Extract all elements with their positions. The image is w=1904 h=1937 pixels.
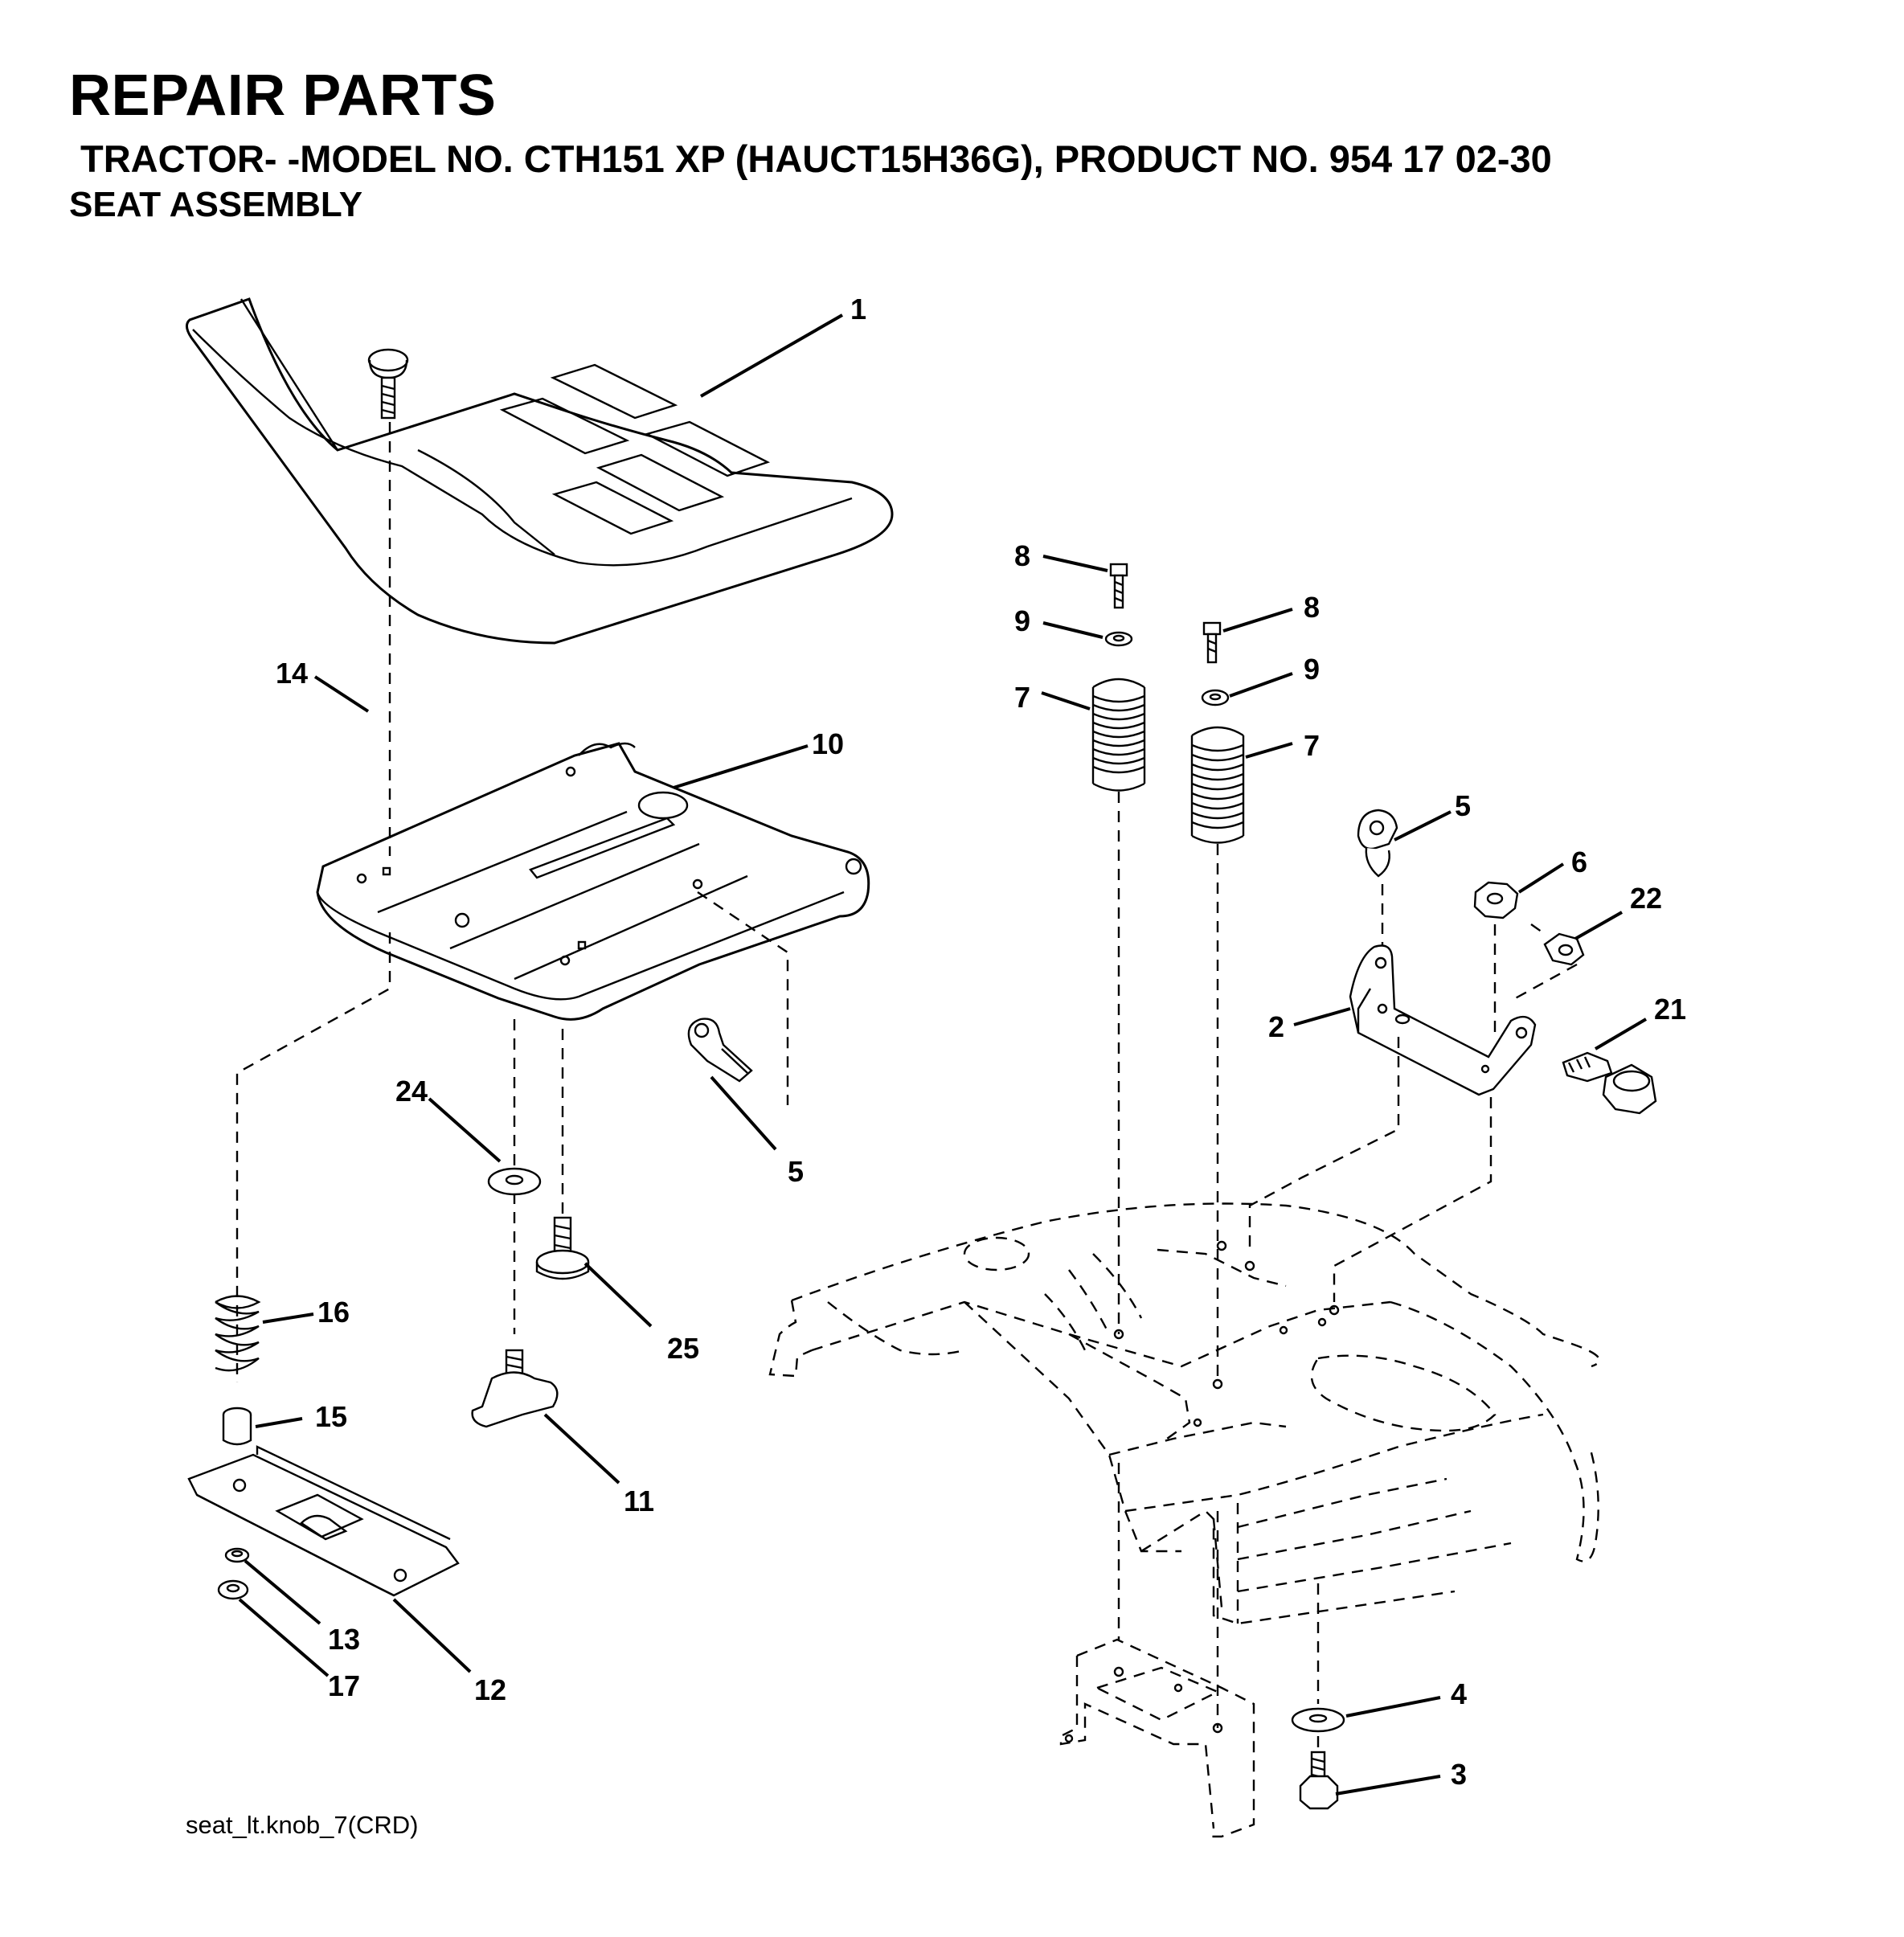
lock-nut-22-part [1543,932,1585,966]
leader-5b [1394,810,1452,842]
bracket-part [1349,944,1537,1096]
callout-7-right: 7 [1304,729,1320,762]
leader-2 [1293,1007,1351,1026]
callout-16: 16 [317,1296,350,1329]
seat-clip-right-part [1357,809,1398,878]
callout-22: 22 [1630,882,1662,915]
leader-11 [543,1413,620,1484]
leader-6 [1517,862,1565,894]
seat-clip-left-part [687,1018,753,1083]
shoulder-bolt-21-part [1562,1051,1657,1115]
leader-22 [1574,911,1623,940]
drawing-reference: seat_lt.knob_7(CRD) [186,1811,419,1839]
leader-8a [1042,555,1108,572]
seat-part [186,297,894,645]
leader-21 [1594,1018,1648,1050]
leader-5a [710,1075,777,1151]
dashline-2b [1333,1097,1492,1302]
leader-7a [1041,691,1091,711]
bolt-8-right-part [1202,621,1222,664]
knob-part [471,1349,559,1428]
leader-15 [255,1417,303,1428]
leader-25 [583,1262,653,1328]
leader-24 [428,1097,502,1163]
spring-7-right-part [1190,726,1245,844]
hex-bolt-3-part [1299,1751,1339,1810]
bushing-15-part [222,1407,252,1446]
callout-9-left: 9 [1014,604,1030,637]
nut-13-part [224,1547,250,1563]
bolt-8-left-part [1109,563,1128,609]
leader-1 [700,313,843,398]
dashline-22b [1510,963,1578,1002]
callout-1: 1 [850,293,866,326]
callout-11: 11 [624,1484,654,1517]
leader-16 [262,1312,314,1324]
model-subtitle: TRACTOR- -MODEL NO. CTH151 XP (HAUCT15H3… [80,137,1552,180]
washer-4-part [1291,1707,1345,1733]
callout-4: 4 [1451,1677,1467,1710]
leader-12 [392,1598,472,1673]
adjust-plate-part [187,1445,460,1597]
callout-8-right: 8 [1304,591,1320,624]
dashline-22a [1530,923,1546,935]
leader-13 [244,1559,321,1625]
nut-17-part [217,1579,249,1600]
hex-nut-6-part [1473,881,1519,919]
callout-15: 15 [315,1400,347,1433]
callout-25: 25 [667,1332,699,1365]
callout-13: 13 [328,1623,360,1656]
section-title: SEAT ASSEMBLY [69,185,363,224]
callout-10: 10 [812,727,844,760]
callout-5-left: 5 [788,1155,804,1188]
dashline-2a [1248,1037,1400,1254]
callout-8-left: 8 [1014,539,1030,572]
leader-14 [313,675,370,713]
spring-16-part [215,1295,261,1372]
lower-bracket-outline [1059,1463,1255,1838]
spring-7-left-part [1091,678,1146,792]
page-title: REPAIR PARTS [69,63,497,128]
leader-9b [1229,672,1293,698]
leader-3 [1335,1775,1441,1796]
leader-4 [1345,1696,1441,1718]
callout-3: 3 [1451,1758,1467,1791]
leader-9a [1042,621,1104,639]
callout-12: 12 [474,1673,506,1706]
leader-8b [1222,608,1293,633]
callout-2: 2 [1268,1010,1284,1043]
fender-outline [768,1202,1601,1625]
dashline-16 [235,932,391,1382]
washer-24-part [487,1167,542,1196]
callout-17: 17 [328,1669,360,1702]
callout-6: 6 [1571,846,1587,878]
callout-7-left: 7 [1014,681,1030,714]
callout-24: 24 [395,1075,428,1108]
leader-17 [238,1598,330,1677]
carriage-bolt-part [367,348,409,420]
washer-9-right-part [1201,689,1230,706]
callout-5-right: 5 [1455,789,1471,822]
leader-7b [1245,742,1293,759]
seat-pan-part [316,742,870,1021]
callout-9-right: 9 [1304,653,1320,686]
callout-14: 14 [276,657,308,690]
washer-9-left-part [1104,631,1133,647]
leader-10 [673,744,809,789]
callout-21: 21 [1654,993,1686,1026]
shoulder-bolt-part [535,1216,590,1280]
